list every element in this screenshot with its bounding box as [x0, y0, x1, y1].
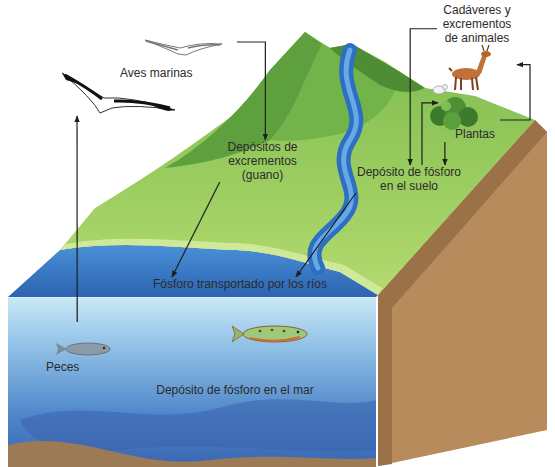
illustration-label: Depósito de fósforo en el mar: [130, 383, 340, 397]
deer: [449, 45, 491, 90]
hill: [270, 44, 400, 141]
label-text: Cadáveres y excrementos de animales: [437, 3, 517, 45]
flow-arrow: [444, 142, 445, 165]
flow-arrow: [500, 65, 530, 120]
small-animal: [433, 85, 448, 95]
plant-bush: [430, 97, 478, 130]
label-text: Depósito de fósforo en el mar: [130, 383, 340, 397]
label-text: Depósitos de excrementos (guano): [215, 140, 310, 182]
river: [314, 50, 356, 268]
flow-arrow: [76, 116, 77, 322]
fish: [232, 326, 307, 342]
label-text: Plantas: [455, 127, 500, 141]
seagull: [145, 40, 222, 55]
illustration-label: Depósito de fósforo en el suelo: [350, 165, 468, 193]
seabed: [8, 441, 376, 467]
fish: [56, 343, 110, 355]
flow-arrow: [296, 193, 356, 277]
illustration-label: Depósitos de excrementos (guano): [215, 140, 310, 182]
land-surface: [60, 32, 535, 295]
river-highlight: [314, 50, 356, 268]
label-text: Peces: [46, 360, 122, 374]
illustration-label: Peces: [42, 322, 122, 374]
shore-strip: [60, 239, 382, 295]
flow-arrow: [410, 29, 437, 165]
label-text: Aves marinas: [120, 66, 237, 80]
illustration-label: Fósforo transportado por los ríos: [140, 277, 340, 291]
label-text: Fósforo transportado por los ríos: [140, 277, 340, 291]
label-text: Depósito de fósforo en el suelo: [350, 165, 468, 193]
illustration-label: Cadáveres y excrementos de animales: [437, 3, 517, 95]
flow-arrow: [172, 182, 220, 277]
illustration-label: Aves marinas: [62, 36, 237, 116]
flow-arrow: [237, 42, 265, 140]
flow-arrow: [422, 103, 438, 165]
illustration-label: Plantas: [438, 98, 500, 142]
sea-front-face: [8, 297, 376, 466]
